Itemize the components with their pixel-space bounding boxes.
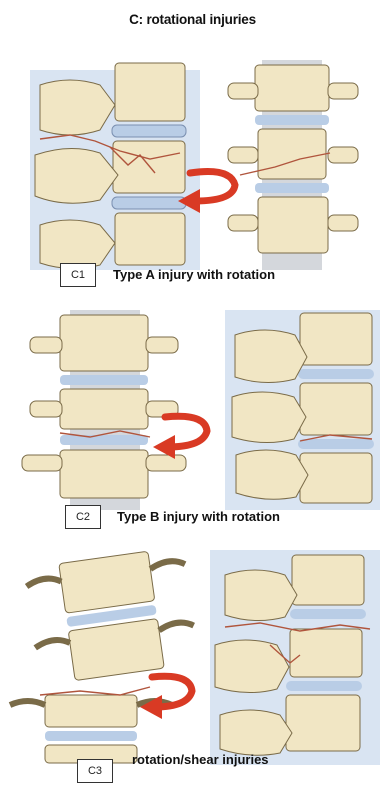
c2-right-spine <box>225 310 380 510</box>
c2-illustration <box>0 305 385 535</box>
figure-title: C: rotational injuries <box>0 12 385 27</box>
panel-c3: C3 rotation/shear injuries <box>0 545 385 785</box>
c3-left-spine <box>10 546 199 763</box>
c3-caption: rotation/shear injuries <box>132 752 269 767</box>
c1-tag: C1 <box>60 263 96 287</box>
c3-right-spine <box>210 550 380 765</box>
panel-c2: C2 Type B injury with rotation <box>0 305 385 535</box>
c1-left-spine <box>30 63 200 270</box>
rotation-arrow-icon <box>153 416 207 459</box>
c2-caption: Type B injury with rotation <box>117 509 280 524</box>
c3-illustration <box>0 545 385 785</box>
c3-tag: C3 <box>77 759 113 783</box>
c1-illustration <box>0 55 385 295</box>
c1-right-spine <box>228 60 358 270</box>
panel-c1: C1 Type A injury with rotation <box>0 55 385 295</box>
c2-tag: C2 <box>65 505 101 529</box>
c2-left-spine <box>22 310 186 510</box>
rotation-arrow-icon <box>140 676 192 719</box>
c1-caption: Type A injury with rotation <box>113 267 275 282</box>
